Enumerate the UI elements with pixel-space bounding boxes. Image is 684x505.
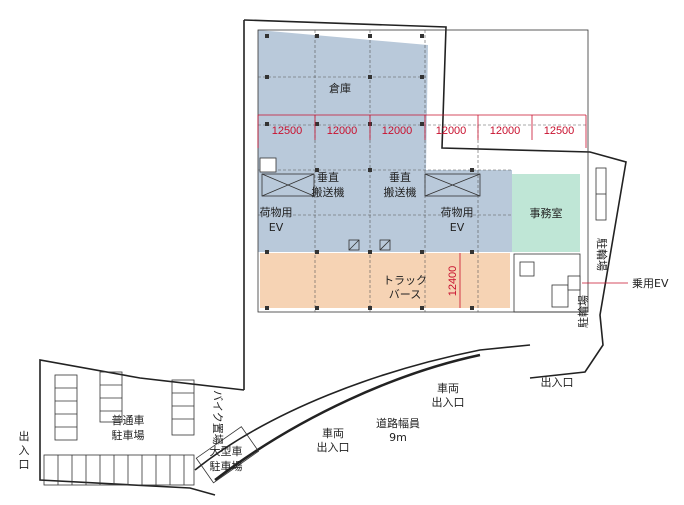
vehicle-entrance-1-label-a: 車両: [437, 381, 459, 395]
large-parking-label-1: 大型車: [210, 444, 243, 458]
entrance-left-label-2: 入: [19, 444, 30, 457]
parking-lot-outline: [39, 359, 245, 496]
road-width-label-2: 9m: [389, 431, 407, 444]
entrance-right-label: 出入口: [541, 375, 574, 389]
freight-ev-right-label-1: 荷物用: [441, 205, 474, 219]
berth-depth: 12400: [447, 266, 459, 297]
entrance-left-label-1: 出: [19, 429, 30, 443]
regular-parking-stalls: [54, 371, 195, 441]
bike-parking-label: バイク置場: [211, 390, 224, 445]
regular-parking-label-2: 駐車場: [112, 428, 145, 442]
building-outline: [243, 19, 627, 379]
truck-berth-label-2: バース: [389, 288, 421, 301]
road-width-label-1: 道路幅員: [376, 416, 420, 430]
large-vehicle-stall: [195, 426, 260, 484]
freight-ev-left-label-1: 荷物用: [260, 205, 293, 219]
span-2: 12000: [327, 125, 358, 137]
truck-berth-label-1: トラック: [383, 274, 427, 287]
bicycle-parking-label-2: 駐輪場: [576, 295, 590, 328]
conveyor-left-label-2: 搬送機: [312, 185, 345, 199]
service-core: [513, 253, 581, 313]
road-edge: [194, 344, 531, 471]
conveyor-left-shaft: [259, 157, 315, 197]
building-inner-frame: [257, 29, 589, 313]
entrance-left-label-3: 口: [19, 458, 30, 471]
freight-ev-right-label-2: EV: [450, 221, 465, 234]
bottom-parking-row: [43, 454, 195, 486]
vehicle-entrance-2-label-a: 車両: [322, 426, 344, 440]
bicycle-parking-rack: [595, 167, 607, 221]
bicycle-parking-label-1: 駐輪場: [595, 238, 609, 271]
large-parking-label-2: 駐車場: [210, 459, 243, 473]
dimension-spans: 12500 12000 12000 12000 12000 12500 1240…: [272, 125, 575, 296]
passenger-ev-label: 乗用EV: [632, 277, 669, 290]
berth-markers: [348, 239, 391, 251]
span-4: 12000: [436, 125, 467, 137]
warehouse-area: [258, 30, 512, 252]
office-area: [512, 174, 580, 252]
office-label: 事務室: [530, 206, 563, 220]
dimension-line: [257, 114, 587, 308]
structural-columns: [265, 34, 474, 310]
conveyor-left-label-1: 垂直: [317, 170, 339, 184]
span-6: 12500: [544, 125, 575, 137]
conveyor-right-shaft: [424, 173, 481, 197]
truck-berth-area: [260, 253, 510, 308]
freight-ev-left-label-2: EV: [269, 221, 284, 234]
vehicle-entrance-2-label-b: 出入口: [317, 440, 350, 454]
conveyor-right-label-2: 搬送機: [384, 185, 417, 199]
span-5: 12000: [490, 125, 521, 137]
vehicle-entrance-1-label-b: 出入口: [432, 395, 465, 409]
warehouse-label: 倉庫: [329, 81, 351, 95]
road-curb: [214, 353, 481, 481]
span-3: 12000: [382, 125, 413, 137]
conveyor-right-label-1: 垂直: [389, 170, 411, 184]
regular-parking-label-1: 普通車: [112, 413, 145, 427]
span-1: 12500: [272, 125, 303, 137]
